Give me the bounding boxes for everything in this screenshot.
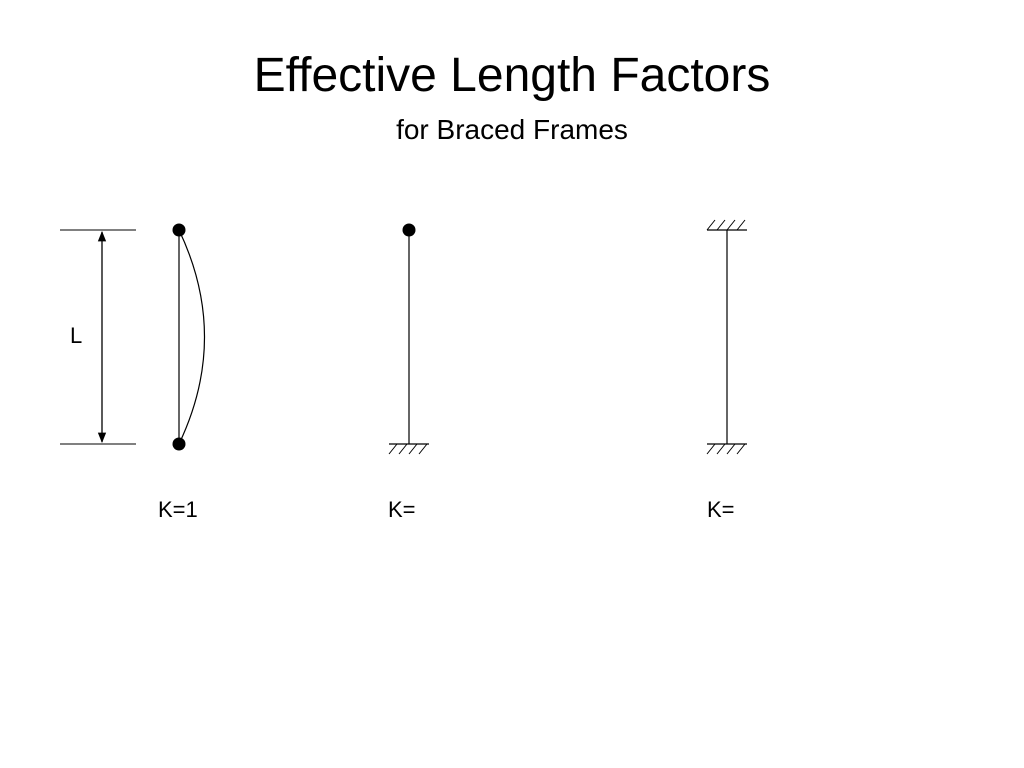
length-label: L — [70, 323, 83, 348]
fixed-support-hatch — [418, 443, 428, 455]
fixed-support-hatch — [736, 443, 746, 455]
fixed-support-hatch — [388, 443, 398, 455]
column-pinned-pinned — [172, 223, 206, 451]
fixed-support-bottom — [388, 443, 429, 455]
column-fixed-fixed — [706, 219, 747, 455]
fixed-support-hatch — [716, 219, 726, 231]
pin-support-top — [402, 223, 416, 237]
k-factor-label-pinned-pinned: K=1 — [158, 497, 198, 522]
fixed-support-hatch — [706, 219, 716, 231]
column-pinned-fixed — [388, 223, 429, 455]
fixed-support-hatch — [398, 443, 408, 455]
k-factor-label-fixed-fixed: K= — [707, 497, 735, 522]
buckled-shape-curve — [178, 229, 206, 445]
fixed-support-hatch — [726, 219, 736, 231]
fixed-support-top — [706, 219, 747, 231]
pin-support-top — [172, 223, 186, 237]
fixed-support-hatch — [726, 443, 736, 455]
pin-support-bottom — [172, 437, 186, 451]
fixed-support-hatch — [736, 219, 746, 231]
fixed-support-hatch — [408, 443, 418, 455]
length-dimension — [60, 229, 136, 445]
slide-subtitle: for Braced Frames — [396, 114, 628, 145]
slide-title: Effective Length Factors — [253, 49, 771, 102]
fixed-support-hatch — [716, 443, 726, 455]
fixed-support-hatch — [706, 443, 716, 455]
k-factor-label-pinned-fixed: K= — [388, 497, 416, 522]
fixed-support-bottom — [706, 443, 747, 455]
